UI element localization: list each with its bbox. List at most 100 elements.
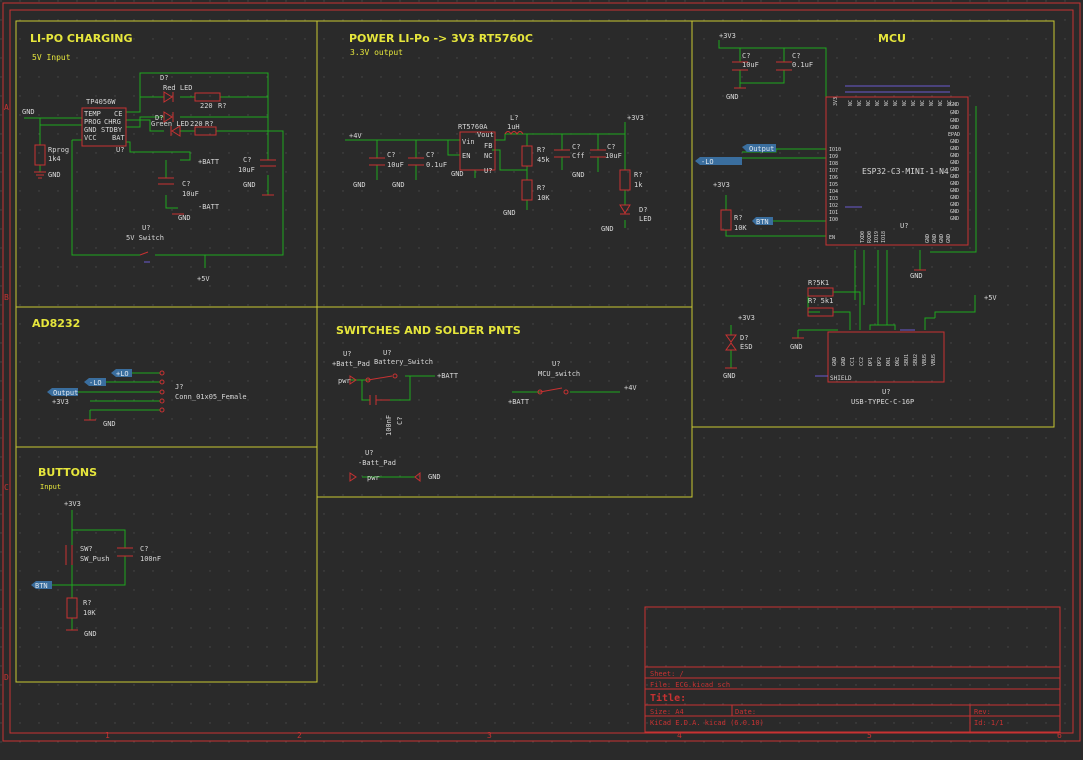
sw-ref: SW? [80,545,93,553]
tb-size: Size: A4 [650,708,684,716]
mcu-net-labels: Output -LO BTN [695,144,776,226]
pad2-val: -Batt_Pad [358,459,396,467]
switches-text: U? +Batt_Pad pwr U? Battery_Switch +BATT… [332,349,637,482]
c2-ref: C? [243,156,251,164]
charger-pin-left: TEMP [84,110,101,118]
module-pin-right: GND [950,160,959,166]
title-block-text: Sheet: / File: ECG.kicad_sch Title: Size… [650,670,1004,727]
usb-pin: SBU2 [913,354,919,366]
module-pin-io7: IO7 [829,168,838,174]
led-ref: D? [639,206,647,214]
cap1-ref: C? [387,151,395,159]
module-pin-io0: IO0 [829,217,838,223]
buttons-title: BUTTONS [38,466,97,479]
res-ref: R? [734,214,742,222]
module-pin-top: NC [920,100,926,106]
power-gnd6: GND [601,225,614,233]
col-mark: 5 [867,731,872,740]
module-pin-top: NC [929,100,935,106]
ad8232-connector [84,370,165,421]
red-led-diode [163,91,173,103]
batt-pos-label: +BATT [198,158,220,166]
r10k-resistor [521,179,533,201]
esp32-module [825,96,969,246]
tb-title: Title: [650,692,686,704]
net-label-lo: -LO [701,158,714,166]
batt-pad-2 [349,472,357,482]
module-pin-top: NC [848,100,854,106]
mcu-title: MCU [878,32,906,45]
power-subtitle: 3.3V output [350,48,403,57]
sw2-ref: U? [552,360,560,368]
usb-ref: U? [882,388,890,396]
charger-ref: U? [116,146,124,154]
module-pin-bottom: GND [925,234,931,243]
module-ref: U? [900,222,908,230]
net-label-btn: BTN [35,582,48,590]
red-led-label: Red LED [163,84,193,92]
module-pin-top: NC [947,100,953,106]
c-ref: C? [182,180,190,188]
module-pin-top: NC [857,100,863,106]
mcu-c1-val: 10uF [742,61,759,69]
cap1-val: 10uF [387,161,404,169]
section-titles: LI-PO CHARGING 5V Input POWER LI-Po -> 3… [30,32,906,491]
mcu-gnd2: GND [910,272,923,280]
sw2-val: MCU_switch [538,370,580,378]
rprog-resistor [34,144,46,166]
power-wires [345,122,626,228]
mcu-components [720,61,969,383]
led-diode [619,204,631,214]
esd-plus3v3: +3V3 [738,314,755,322]
batt-pad-1 [349,375,357,385]
conn-val: Conn_01x05_Female [175,393,247,401]
r220b-val: 220 [190,120,203,128]
conn-ref: J? [175,383,183,391]
inductor-ref: L? [510,114,518,122]
r220a-ref: R? [218,102,226,110]
switches-gnd: GND [428,473,441,481]
module-pin-top: NC [911,100,917,106]
module-pin-top: NC [884,100,890,106]
res-val: 10K [734,224,747,232]
d2-ref: D? [155,114,163,122]
mcu-gnd-symbols [725,87,926,369]
module-pin-right: GND [950,125,959,131]
module-pin-right: GND [950,118,959,124]
lipo-components [34,91,276,256]
module-pin-right: GND [950,167,959,173]
reg-ref: U? [484,167,492,175]
mcu-text: +3V3 C? 10uF C? 0.1uF GND ESP32-C3-MINI-… [713,32,997,406]
power-gnd1: GND [353,181,366,189]
lipo-title: LI-PO CHARGING [30,32,133,45]
module-pin-top: NC [938,100,944,106]
module-pin-right: GND [950,139,959,145]
module-pin-io1: IO1 [829,210,838,216]
power-input-label: +4V [349,132,362,140]
charger-pin-right: BAT [112,134,125,142]
esd-val: ESD [740,343,753,351]
r2-val: 10K [537,194,550,202]
module-pin-io8: IO8 [829,161,838,167]
rprog-val: 1k4 [48,155,61,163]
ad8232-plus3v3: +3V3 [52,398,69,406]
r5k1b-resistor [807,307,834,317]
r5k1a-label: R?5K1 [808,279,829,287]
sw1-out: +BATT [437,372,459,380]
tb-date: Date: [735,708,756,716]
col-mark: 4 [677,731,682,740]
d1-ref: D? [160,74,168,82]
lipo-gnd-label: GND [22,108,35,116]
green-led-label: Green LED [151,120,189,128]
pad2-ref: U? [365,449,373,457]
usb-pin: GND [841,357,847,366]
reg-pin-en: EN [462,152,470,160]
frame-marks: 1 2 3 4 5 6 A B C D [4,103,1062,740]
label-lo-shape [695,157,742,165]
module-pin-io10: IO10 [829,147,841,153]
r1-ref: R? [537,146,545,154]
lipo-text: GND TP4056W TEMP PROG GND VCC CE CHRG ST… [22,74,256,283]
led-val: LED [639,215,652,223]
switches-wires [350,375,620,478]
